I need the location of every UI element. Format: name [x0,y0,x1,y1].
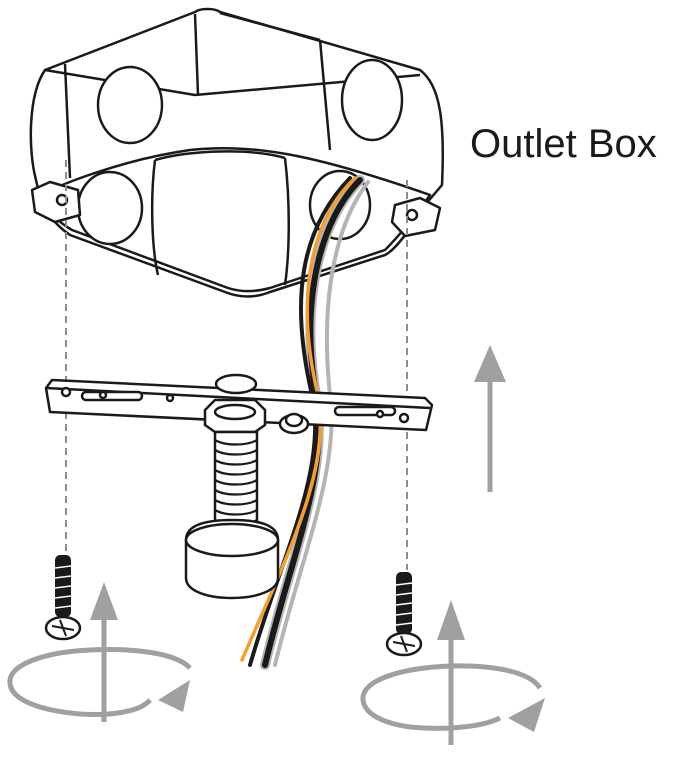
arrow-up-right-screw-icon [437,600,465,745]
arrow-up-icon [474,345,506,492]
arrow-up-left-screw-icon [90,582,118,722]
knockout-hole-left [96,65,164,145]
alignment-guides [65,160,408,570]
rotation-arrows [7,647,545,732]
mounting-screw-left [44,555,82,641]
knockout-hole-lower-left [76,170,144,246]
mounting-screw-right [385,572,423,657]
knockout-hole-right [340,58,404,142]
rotate-clockwise-right-icon [360,663,545,732]
threaded-stud [184,373,280,600]
rotate-clockwise-left-icon [7,647,192,717]
outlet-box-label: Outlet Box [470,122,657,166]
outlet-box [29,7,445,298]
mounting-ear-left [30,180,82,224]
